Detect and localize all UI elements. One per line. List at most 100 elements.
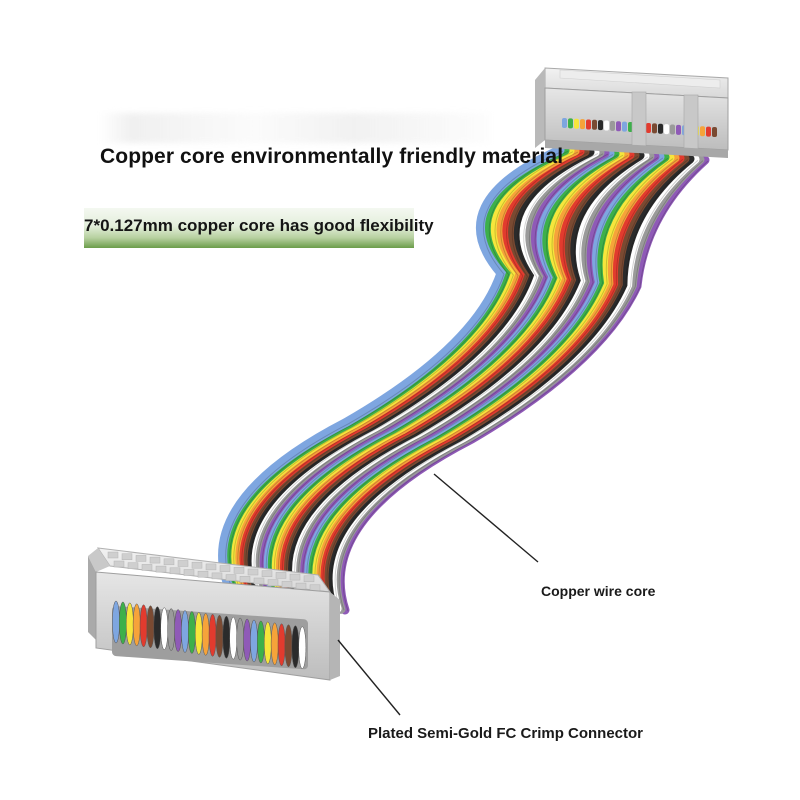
connector-wire-end (250, 619, 258, 663)
ribbon-wire-shadow (265, 154, 614, 599)
ribbon-wire-shadow (342, 160, 709, 612)
connector-wire-end (119, 601, 127, 645)
ribbon-wire (218, 145, 565, 595)
connector-wire-end (194, 612, 203, 655)
connector-wire-end (146, 605, 155, 648)
callout-crimp-connector: Plated Semi-Gold FC Crimp Connector (368, 725, 644, 742)
connector-wire-end (263, 621, 272, 665)
ribbon-wire-shadow (330, 159, 694, 610)
connector-slot (141, 564, 153, 571)
top-pin (604, 120, 609, 131)
connector-slot (247, 568, 259, 576)
connector-wire-end (112, 600, 120, 644)
ribbon-wire-shadow (249, 152, 594, 596)
connector-slot (267, 579, 279, 586)
connector-wire-end (257, 620, 265, 664)
ribbon-wire-shadow (286, 155, 639, 602)
top-pin (700, 126, 705, 137)
connector-slot (183, 569, 195, 576)
leader-line-connector (337, 639, 401, 716)
top-pin (598, 120, 603, 131)
connector-slot (253, 577, 265, 585)
connector-wire-end (181, 610, 189, 653)
connector-wire-end (243, 618, 251, 662)
connector-wire-end (222, 615, 231, 659)
top-pin (646, 123, 651, 134)
connector-wire-end (139, 604, 148, 648)
top-pin (712, 127, 717, 137)
ribbon-wire-shadow (281, 155, 634, 601)
ribbon-wire-shadow (233, 151, 574, 593)
ribbon-cable-wires (218, 145, 710, 615)
top-pin (568, 118, 573, 129)
connector-wire-end (270, 622, 279, 666)
connector-slot (121, 553, 133, 560)
connector-wire-end (125, 602, 134, 646)
connector-slot (233, 567, 245, 574)
top-pin (652, 123, 657, 134)
connector-slot (107, 551, 119, 559)
ribbon-wire-shadow (257, 153, 604, 597)
connector-slot (135, 555, 147, 562)
ribbon-wire-shadow (253, 152, 599, 597)
top-pin (676, 124, 681, 135)
callout-copper-wire-core: Copper wire core (541, 583, 656, 599)
connector-slot (149, 556, 161, 564)
connector-wire-end (167, 608, 176, 651)
banner-text: 7*0.127mm copper core has good flexibili… (84, 216, 434, 235)
top-pin (592, 119, 597, 130)
connector-slot (303, 575, 315, 583)
top-pin (664, 124, 669, 135)
ribbon-wire-shadow (334, 159, 699, 610)
connector-slot (289, 573, 301, 581)
ribbon-wire-shadow (294, 156, 649, 603)
connector-slot (163, 558, 175, 566)
connector-slot (191, 561, 203, 569)
top-pin (706, 126, 711, 137)
connector-slot (177, 560, 189, 567)
ribbon-wire-shadow (306, 157, 664, 605)
connector-wire-end (229, 616, 238, 660)
connector-slot (275, 572, 287, 579)
connector-slot (295, 582, 307, 590)
connector-wire-end (188, 611, 196, 654)
ribbon-wire-shadow (277, 155, 629, 601)
connector-slot (205, 563, 217, 571)
top-pin (562, 118, 567, 128)
ribbon-wire-shadow (326, 159, 689, 609)
headline: Copper core environmentally friendly mat… (100, 145, 564, 168)
faded-background-text (100, 113, 490, 143)
connector-wire-end (291, 625, 300, 668)
connector-slot (211, 572, 223, 580)
connector-slot (219, 565, 231, 572)
connector-slot (197, 570, 209, 578)
connector-slot (281, 581, 293, 588)
connector-wire-end (236, 617, 245, 661)
connector-slot (127, 562, 139, 569)
connector-slot (309, 584, 321, 592)
ribbon-wire-shadow (310, 157, 669, 606)
connector-wire-end (208, 614, 217, 657)
connector-wire-end (174, 609, 182, 652)
connector-top-icon (535, 67, 729, 158)
ribbon-wire-shadow (261, 153, 609, 598)
top-pin (658, 123, 663, 134)
top-pin (670, 124, 675, 135)
ribbon-wire-shadow (269, 154, 619, 599)
top-pin (586, 119, 591, 130)
ribbon-wire-shadow (298, 156, 654, 604)
connector-wire-end (160, 607, 169, 650)
connector-wire-end (201, 613, 210, 656)
ribbon-wire-shadow (229, 150, 569, 592)
ribbon-wire-shadow (273, 154, 624, 600)
ribbon-wire-shadow (237, 151, 579, 594)
top-pin (574, 118, 579, 129)
connector-slot (169, 567, 181, 575)
ribbon-wire-shadow (225, 150, 564, 592)
ribbon-wire-shadow (314, 158, 674, 607)
banner-background (84, 208, 414, 248)
connector-wire-end (284, 624, 293, 667)
connector-wire-end (132, 603, 141, 647)
connector-bottom-icon (88, 547, 340, 681)
